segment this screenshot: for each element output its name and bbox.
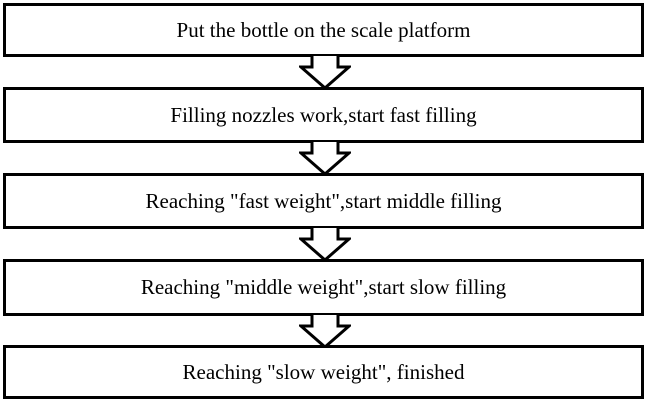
flow-step-2-label: Filling nozzles work,start fast filling [170, 102, 477, 127]
flow-step-5[interactable]: Reaching "slow weight", finished [3, 345, 644, 399]
flow-step-1-label: Put the bottle on the scale platform [176, 17, 471, 42]
flow-step-3-label: Reaching "fast weight",start middle fill… [145, 188, 502, 213]
flow-step-2[interactable]: Filling nozzles work,start fast filling [3, 87, 644, 143]
flow-step-3[interactable]: Reaching "fast weight",start middle fill… [3, 173, 644, 229]
flow-step-4[interactable]: Reaching "middle weight",start slow fill… [3, 259, 644, 316]
down-arrow-icon-1 [299, 55, 351, 89]
down-arrow-icon-3 [299, 227, 351, 261]
flow-step-4-label: Reaching "middle weight",start slow fill… [140, 275, 507, 299]
flow-step-1[interactable]: Put the bottle on the scale platform [3, 3, 644, 57]
down-arrow-icon-4 [299, 314, 351, 348]
down-arrow-icon-2 [299, 141, 351, 175]
flow-step-5-label: Reaching "slow weight", finished [182, 359, 465, 384]
